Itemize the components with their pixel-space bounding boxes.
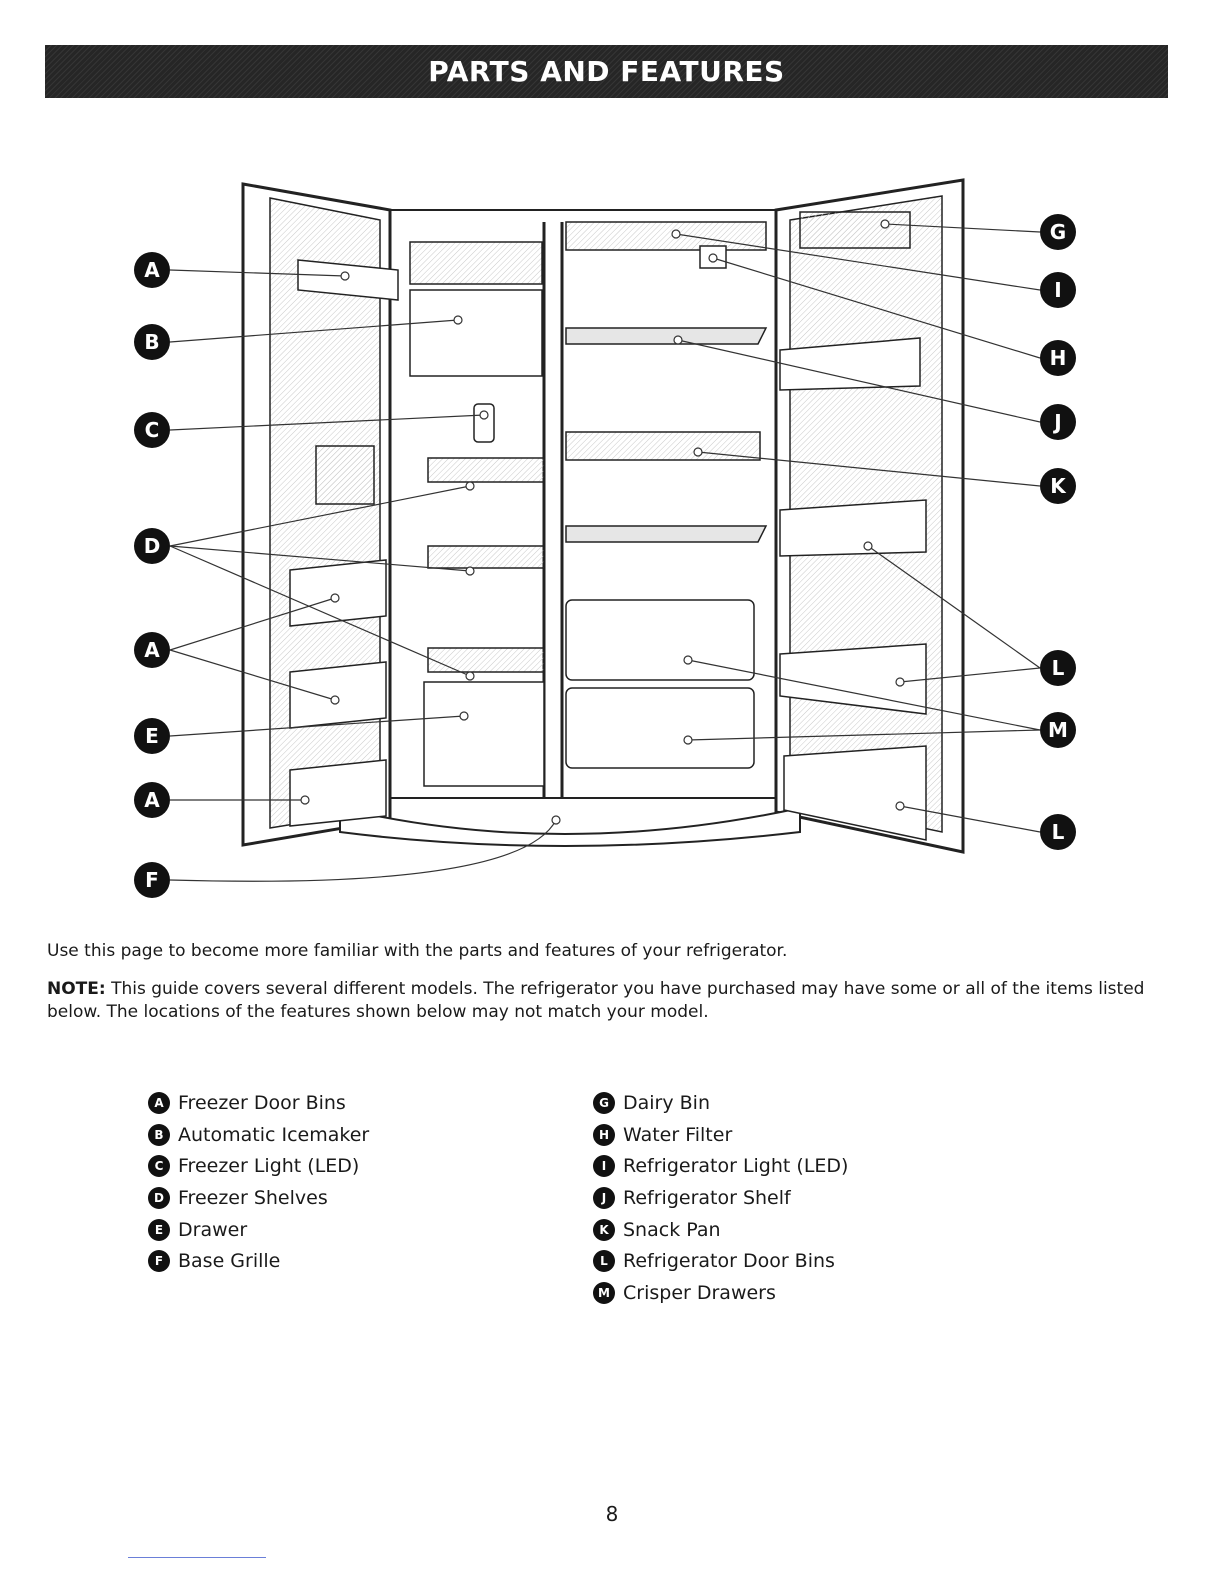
legend-item: D Freezer Shelves (148, 1182, 369, 1214)
legend-label: Water Filter (623, 1123, 733, 1146)
refrigerator-diagram: A B C D A E A F G I H J K L M L (134, 178, 1076, 898)
legend-badge: I (593, 1155, 615, 1178)
leader-endpoints (300, 219, 905, 825)
legend-right: G Dairy Bin H Water Filter I Refrigerator L… (593, 1087, 848, 1309)
legend-item: J Refrigerator Shelf (593, 1182, 848, 1214)
legend-item: B Automatic Icemaker (148, 1119, 369, 1151)
svg-text:E: E (145, 724, 159, 748)
legend-badge: M (593, 1281, 615, 1304)
legend-item: M Crisper Drawers (593, 1277, 848, 1309)
svg-text:A: A (144, 788, 160, 812)
callout-badge: D (134, 528, 170, 564)
callout-badge: G (1040, 214, 1076, 250)
callout-badge: A (134, 782, 170, 818)
callout-badge: I (1040, 272, 1076, 308)
legend-badge: F (148, 1250, 170, 1273)
svg-text:M: M (1048, 718, 1068, 742)
legend-badge: E (148, 1218, 170, 1241)
callout-badge: H (1040, 340, 1076, 376)
legend-label: Drawer (178, 1218, 248, 1241)
callout-badge: K (1040, 468, 1076, 504)
callout-badge: A (134, 252, 170, 288)
callout-badge: A (134, 632, 170, 668)
svg-text:D: D (144, 534, 161, 558)
legend-item: K Snack Pan (593, 1214, 848, 1246)
callout-badge: B (134, 324, 170, 360)
legend-badge: G (593, 1091, 615, 1114)
legend-badge: C (148, 1155, 170, 1178)
callout-badge: L (1040, 814, 1076, 850)
legend-label: Crisper Drawers (623, 1281, 776, 1304)
legend-label: Base Grille (178, 1250, 281, 1273)
svg-text:C: C (145, 418, 160, 442)
svg-text:G: G (1050, 220, 1066, 244)
legend-label: Dairy Bin (623, 1091, 711, 1114)
svg-text:A: A (144, 638, 160, 662)
note-paragraph: NOTE: This guide covers several differen… (47, 978, 1177, 1024)
legend-badge: L (593, 1250, 615, 1273)
svg-text:A: A (144, 258, 160, 282)
leader-lines (169, 223, 1041, 882)
legend-item: C Freezer Light (LED) (148, 1150, 369, 1182)
legend-label: Refrigerator Door Bins (623, 1250, 835, 1273)
legend-item: F Base Grille (148, 1245, 369, 1277)
page-number: 8 (605, 1502, 619, 1526)
legend-item: I Refrigerator Light (LED) (593, 1150, 848, 1182)
legend-label: Freezer Shelves (178, 1186, 328, 1209)
callouts-left: A B C D A E A F (134, 252, 170, 898)
svg-text:L: L (1052, 820, 1065, 844)
legend-item: L Refrigerator Door Bins (593, 1245, 848, 1277)
svg-text:K: K (1050, 474, 1067, 498)
legend-badge: B (148, 1123, 170, 1146)
svg-text:L: L (1052, 656, 1065, 680)
legend-label: Refrigerator Shelf (623, 1186, 791, 1209)
legend-left: A Freezer Door Bins B Automatic Icemaker C… (148, 1087, 369, 1277)
legend-label: Snack Pan (623, 1218, 721, 1241)
callouts-right: G I H J K L M L (1040, 214, 1076, 850)
legend-badge: D (148, 1186, 170, 1209)
legend-badge: K (593, 1218, 615, 1241)
svg-text:I: I (1054, 278, 1061, 302)
callout-badge: F (134, 862, 170, 898)
svg-text:B: B (144, 330, 159, 354)
legend-item: G Dairy Bin (593, 1087, 848, 1119)
note-label: NOTE: (47, 979, 106, 999)
legend-badge: A (148, 1091, 170, 1114)
note-text: This guide covers several different mode… (47, 979, 1145, 1022)
legend-label: Freezer Light (LED) (178, 1155, 360, 1178)
page-title: PARTS AND FEATURES (428, 55, 785, 88)
legend-label: Refrigerator Light (LED) (623, 1155, 849, 1178)
footer-divider (128, 1557, 266, 1558)
legend-item: A Freezer Door Bins (148, 1087, 369, 1119)
svg-text:F: F (145, 868, 159, 892)
svg-text:J: J (1052, 410, 1061, 434)
legend-badge: H (593, 1123, 615, 1146)
svg-text:H: H (1050, 346, 1067, 370)
legend-label: Freezer Door Bins (178, 1091, 346, 1114)
legend-item: H Water Filter (593, 1119, 848, 1151)
legend-badge: J (593, 1186, 615, 1209)
legend-item: E Drawer (148, 1214, 369, 1246)
fridge-body (241, 178, 965, 854)
callout-badge: J (1040, 404, 1076, 440)
callout-badge: E (134, 718, 170, 754)
header-banner: PARTS AND FEATURES (45, 45, 1168, 98)
callout-badge: C (134, 412, 170, 448)
legend-label: Automatic Icemaker (178, 1123, 370, 1146)
callout-badge: L (1040, 650, 1076, 686)
intro-text: Use this page to become more familiar wi… (47, 941, 788, 961)
callout-badge: M (1040, 712, 1076, 748)
